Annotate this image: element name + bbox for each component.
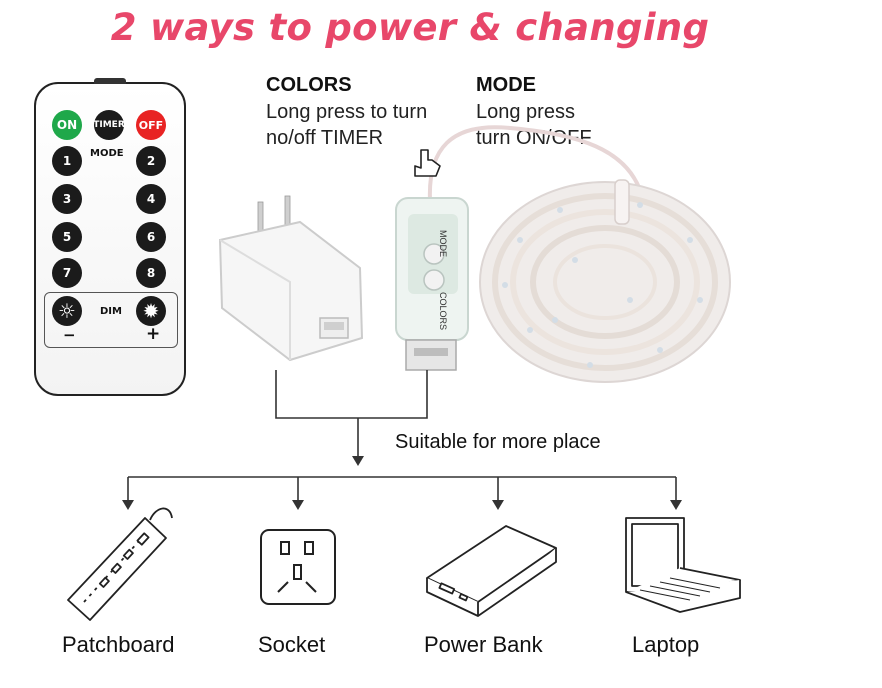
suitable-label: Suitable for more place [395,431,601,453]
wire-spool-icon [479,179,731,383]
remote-mode-7-button[interactable]: 7 [52,258,82,288]
remote-mode-label: MODE [90,148,124,159]
remote-on-button[interactable]: ON [52,110,82,140]
laptop-icon [625,517,741,613]
remote-off-button[interactable]: OFF [136,110,166,140]
hand-pointer-icon [414,149,441,177]
remote-mode-8-button[interactable]: 8 [136,258,166,288]
cable [427,125,642,201]
patchboard-icon [67,507,173,621]
colors-callout-heading: COLORS [266,74,352,96]
remote-ir-window [94,78,126,84]
remote-control: ON TIMER OFF MODE 1 2 3 4 5 6 7 8 ☼ ✹ DI… [34,78,186,396]
controller-mode-text: MODE [438,230,448,257]
usb-controller-icon [395,197,469,371]
remote-plus-label: + [146,324,161,344]
arrowheads [122,456,682,510]
mode-callout-line2: turn ON/OFF [476,127,592,149]
dim-up-icon[interactable]: ✹ [136,296,166,326]
mode-callout-line1: Long press [476,101,575,123]
remote-mode-3-button[interactable]: 3 [52,184,82,214]
power-bank-icon [426,525,557,617]
colors-callout-line2: no/off TIMER [266,127,384,149]
remote-dim-panel [44,292,178,348]
power-bank-label: Power Bank [424,632,543,657]
remote-mode-6-button[interactable]: 6 [136,222,166,252]
remote-timer-button[interactable]: TIMER [93,110,125,140]
controller-colors-text: COLORS [438,292,448,330]
connector-lines [127,370,677,500]
remote-mode-5-button[interactable]: 5 [52,222,82,252]
patchboard-label: Patchboard [62,632,175,657]
colors-callout-line1: Long press to turn [266,101,428,123]
remote-dim-label: DIM [100,306,122,317]
laptop-label: Laptop [632,632,700,657]
dim-down-icon[interactable]: ☼ [52,296,82,326]
remote-mode-2-button[interactable]: 2 [136,146,166,176]
page-title: 2 ways to power & changing [110,6,710,49]
remote-mode-1-button[interactable]: 1 [52,146,82,176]
socket-icon [260,529,336,605]
remote-minus-label: − [63,326,76,344]
mode-callout-heading: MODE [476,74,536,96]
socket-label: Socket [258,632,326,657]
remote-mode-4-button[interactable]: 4 [136,184,166,214]
wall-adapter-icon [218,195,364,362]
